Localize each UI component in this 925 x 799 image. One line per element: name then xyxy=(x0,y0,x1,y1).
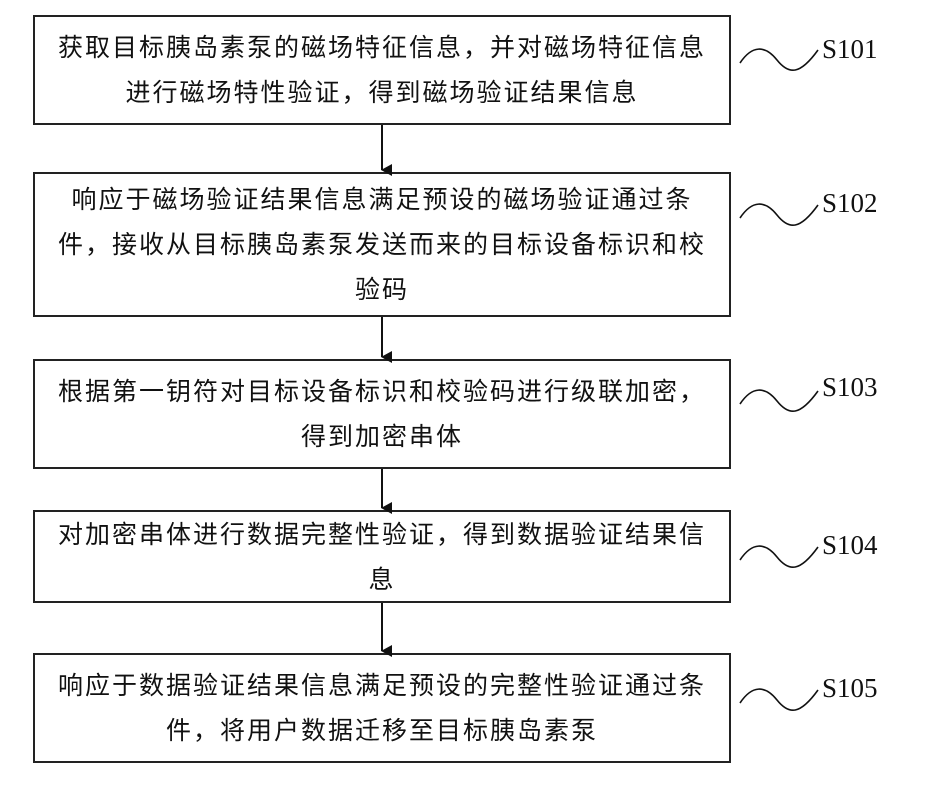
leader-line-s104 xyxy=(740,546,818,567)
leader-line-s103 xyxy=(740,390,818,411)
leader-line-s105 xyxy=(740,689,818,710)
leader-line-s101 xyxy=(740,49,818,70)
leader-line-s102 xyxy=(740,204,818,225)
